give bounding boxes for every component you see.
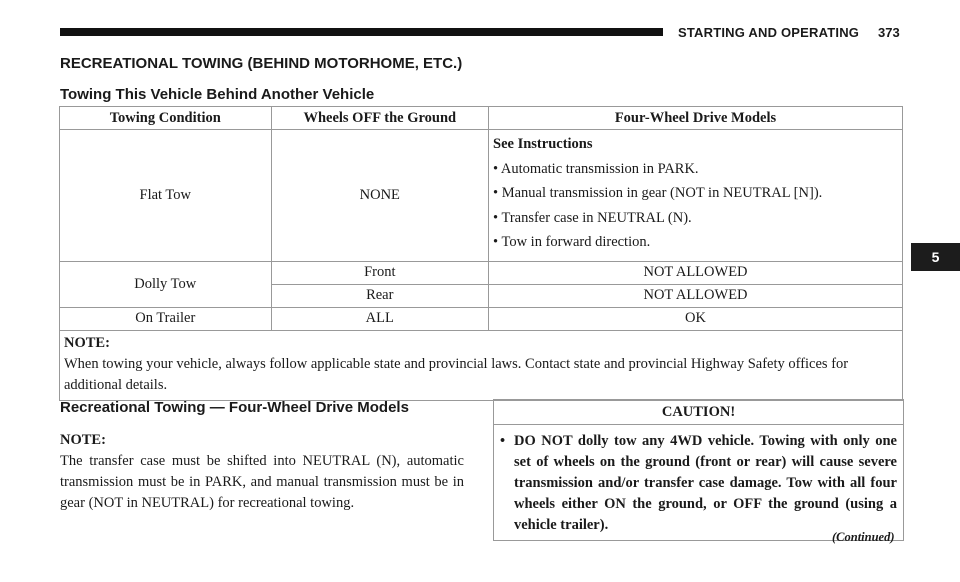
column-header: Towing Condition (59, 106, 272, 130)
table-cell: Front (270, 260, 490, 285)
list-item: • Automatic transmission in PARK. (493, 160, 699, 177)
note-block: NOTE: The transfer case must be shifted … (60, 430, 464, 514)
table-cell: Flat Tow (59, 129, 272, 262)
table-note-row: NOTE: When towing your vehicle, always f… (59, 329, 903, 401)
list-item: • Tow in forward direction. (493, 234, 651, 250)
table-cell: OK (488, 306, 903, 331)
page-number: 373 (878, 25, 900, 40)
header-rule (60, 28, 663, 36)
section-tab: 5 (911, 243, 960, 271)
running-header: STARTING AND OPERATING (678, 25, 860, 40)
table-cell: NOT ALLOWED (488, 283, 903, 308)
table-row: Dolly Tow Front NOT ALLOWED (59, 260, 903, 308)
table-cell: Rear (270, 283, 490, 308)
note-text: When towing your vehicle, always follow … (64, 355, 849, 393)
table-cell: On Trailer (59, 306, 272, 331)
table-note: NOTE: When towing your vehicle, always f… (59, 329, 903, 401)
caution-box: CAUTION! • DO NOT dolly tow any 4WD vehi… (493, 399, 904, 541)
section-heading: RECREATIONAL TOWING (BEHIND MOTORHOME, E… (60, 55, 463, 72)
caution-title: CAUTION! (494, 400, 903, 425)
continued-label: (Continued) (832, 530, 895, 544)
table-row: On Trailer ALL OK (59, 306, 903, 331)
table-cell: NOT ALLOWED (488, 260, 903, 285)
bullet-icon: • (500, 433, 506, 449)
table-cell: Dolly Tow (59, 260, 272, 308)
table-header-row: Towing Condition Wheels OFF the Ground F… (59, 106, 903, 130)
column-header: Wheels OFF the Ground (270, 106, 490, 130)
table-heading: Towing This Vehicle Behind Another Vehic… (60, 86, 375, 103)
note-label: NOTE: (60, 432, 106, 448)
note-label: NOTE: (64, 334, 110, 351)
subsection-heading: Recreational Towing — Four-Wheel Drive M… (60, 399, 409, 416)
list-item: • Manual transmission in gear (NOT in NE… (493, 185, 823, 201)
column-header: Four-Wheel Drive Models (488, 106, 903, 130)
instructions-cell: See Instructions • Automatic transmissio… (488, 129, 903, 262)
caution-body: • DO NOT dolly tow any 4WD vehicle. Towi… (494, 425, 903, 540)
table-row: Rear NOT ALLOWED (60, 283, 903, 308)
table-cell: ALL (270, 306, 490, 331)
table-row: Flat Tow NONE See Instructions • Automat… (59, 129, 903, 262)
instructions-lead: See Instructions (493, 136, 593, 152)
caution-text: DO NOT dolly tow any 4WD vehicle. Towing… (514, 433, 897, 533)
towing-table: Towing Condition Wheels OFF the Ground F… (59, 106, 903, 401)
table-cell: NONE (270, 129, 490, 262)
list-item: • Transfer case in NEUTRAL (N). (493, 209, 692, 226)
note-text: The transfer case must be shifted into N… (60, 453, 464, 511)
